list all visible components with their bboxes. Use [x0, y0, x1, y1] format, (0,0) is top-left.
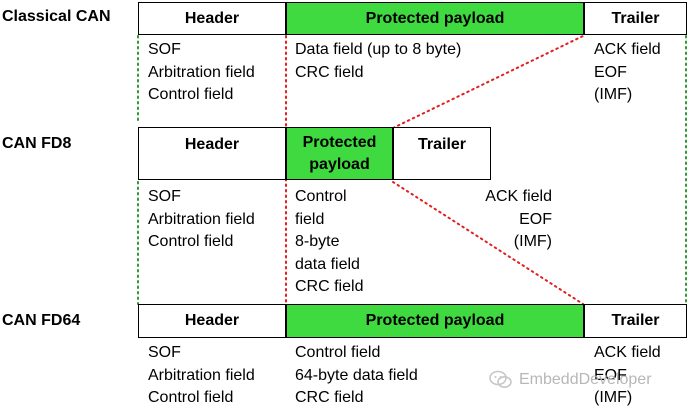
header-label: Header [184, 135, 240, 153]
payload-field-data: 8-byte [295, 233, 340, 250]
trailer-field-ack: ACK field [594, 344, 661, 361]
header-field-control: Control field [148, 233, 234, 250]
payload-field-control: Control field [295, 344, 381, 361]
trailer-box: Trailer [584, 304, 687, 338]
header-field-control: Control field [148, 86, 234, 103]
watermark: EmbeddDeveloper [489, 370, 652, 390]
header-fields: SOF Arbitration field Control field [148, 342, 255, 410]
trailer-label: Trailer [611, 312, 660, 329]
trailer-field-imf: (IMF) [513, 233, 552, 250]
payload-fields: Data field (up to 8 byte) CRC field [295, 39, 461, 84]
header-box: Header [138, 2, 286, 35]
protected-payload-box: Protected payload [286, 127, 393, 180]
payload-fields: Control field 8-byte data field CRC fiel… [295, 186, 363, 299]
protected-payload-box: Protected payload [286, 304, 584, 338]
watermark-text: EmbeddDeveloper [519, 371, 652, 388]
protected-payload-label: Protected payload [365, 312, 505, 329]
payload-field-data: 64-byte data field [295, 366, 418, 384]
header-field-arbitration: Arbitration field [148, 210, 255, 228]
header-label: Header [184, 312, 240, 329]
payload-field-crc: CRC field [295, 389, 364, 406]
header-field-sof: SOF [148, 188, 181, 205]
trailer-fields: ACK field EOF (IMF) [594, 39, 661, 107]
trailer-field-ack: ACK field [594, 41, 661, 58]
header-field-arbitration: Arbitration field [148, 366, 255, 384]
payload-field-control-cont: field [295, 210, 325, 228]
trailer-field-imf: (IMF) [594, 389, 633, 406]
protected-payload-label: Protected payload [365, 9, 505, 27]
trailer-box: Trailer [584, 2, 687, 35]
payload-fields: Control field 64-byte data field CRC fie… [295, 342, 418, 410]
trailer-label: Trailer [611, 9, 660, 27]
payload-field-control: Control [295, 188, 347, 205]
header-box: Header [138, 304, 286, 338]
row-label-can-fd64: CAN FD64 [2, 312, 81, 329]
trailer-fields: ACK field EOF (IMF) [594, 342, 661, 410]
header-label: Header [184, 9, 240, 27]
trailer-fields: ACK field EOF (IMF) [450, 186, 552, 254]
header-box: Header [138, 127, 286, 180]
protected-payload-label: Protected payload [302, 133, 377, 173]
row-label-classical-can: Classical CAN [2, 8, 111, 25]
header-field-sof: SOF [148, 41, 181, 58]
header-field-sof: SOF [148, 344, 181, 361]
header-fields: SOF Arbitration field Control field [148, 186, 255, 254]
payload-field-crc: CRC field [295, 63, 364, 81]
trailer-field-eof: EOF [519, 210, 552, 228]
payload-field-data-cont: data field [295, 255, 360, 273]
payload-field-crc: CRC field [295, 278, 364, 295]
trailer-field-eof: EOF [594, 366, 627, 384]
header-fields: SOF Arbitration field Control field [148, 39, 255, 107]
trailer-field-eof: EOF [594, 63, 627, 81]
header-field-control: Control field [148, 389, 234, 406]
trailer-field-imf: (IMF) [594, 86, 633, 103]
trailer-box: Trailer [393, 127, 491, 180]
header-field-arbitration: Arbitration field [148, 63, 255, 81]
protected-payload-box: Protected payload [286, 2, 584, 35]
wechat-icon [489, 370, 512, 388]
payload-field-data: Data field (up to 8 byte) [295, 41, 462, 58]
trailer-label: Trailer [417, 135, 467, 153]
trailer-field-ack: ACK field [485, 188, 552, 205]
row-label-can-fd8: CAN FD8 [2, 135, 72, 152]
